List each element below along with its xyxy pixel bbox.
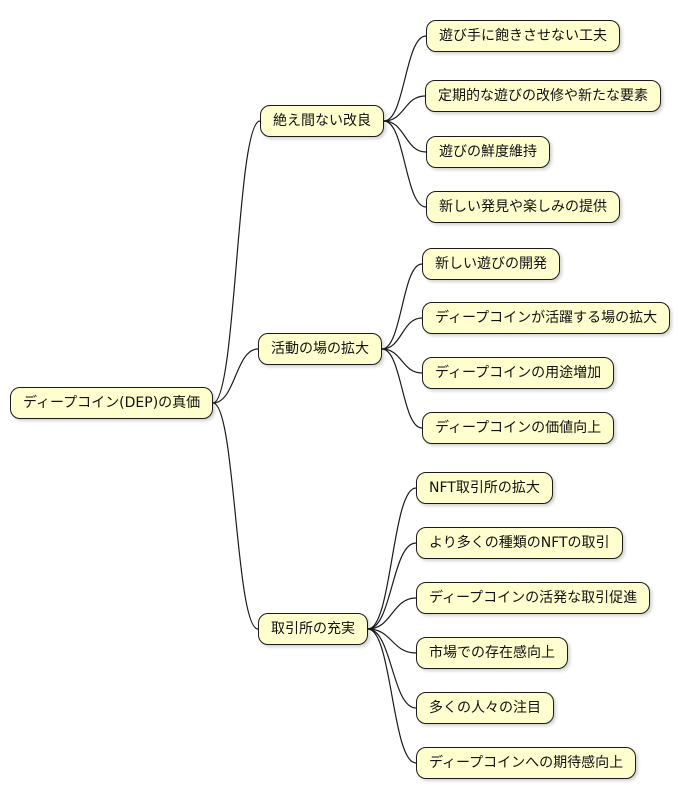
leaf-node: ディープコインの活発な取引促進	[416, 582, 651, 614]
leaf-node: 新しい発見や楽しみの提供	[426, 191, 620, 223]
leaf-node: ディープコインが活躍する場の拡大	[422, 302, 671, 334]
leaf-node: ディープコインの価値向上	[422, 412, 615, 444]
branch-node-improvement: 絶え間ない改良	[260, 105, 384, 137]
branch-node-activity-expansion: 活動の場の拡大	[258, 333, 382, 365]
leaf-node: 定期的な遊びの改修や新たな要素	[425, 80, 661, 112]
leaf-node: より多くの種類のNFTの取引	[416, 527, 623, 559]
leaf-node: ディープコインへの期待感向上	[416, 747, 637, 779]
branch-node-exchange: 取引所の充実	[258, 613, 368, 645]
leaf-node: ディープコインの用途増加	[422, 357, 615, 389]
leaf-node: 遊びの鮮度維持	[426, 136, 550, 168]
leaf-node: NFT取引所の拡大	[416, 472, 553, 504]
leaf-node: 多くの人々の注目	[416, 692, 554, 724]
root-node: ディープコイン(DEP)の真価	[10, 387, 214, 419]
leaf-node: 新しい遊びの開発	[422, 248, 560, 280]
leaf-node: 市場での存在感向上	[416, 637, 568, 669]
leaf-node: 遊び手に飽きさせない工夫	[426, 20, 620, 52]
